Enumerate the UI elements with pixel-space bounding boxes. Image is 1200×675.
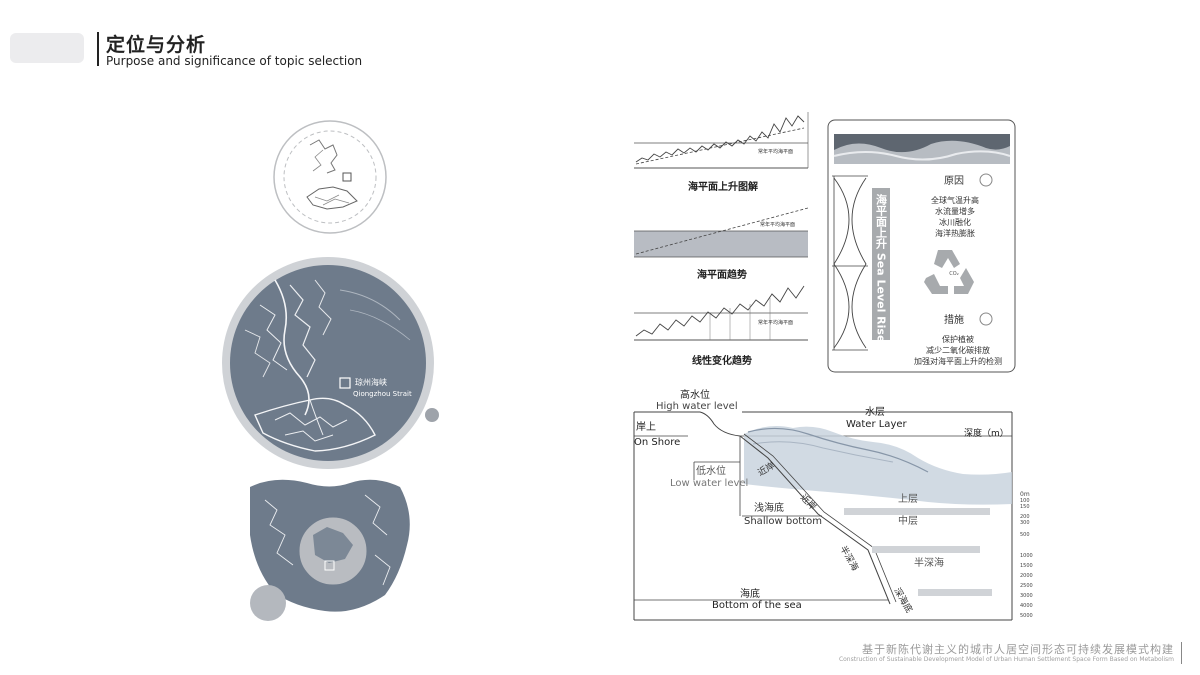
strait-marker-icon: [339, 377, 351, 389]
depth-axis: 0m 100 150 200 300 500 1000 1500 2000 25…: [1020, 491, 1033, 619]
decor-dot-large: [250, 585, 286, 621]
sea-bottom-en: Bottom of the sea: [712, 600, 802, 611]
strait-label-cn: 琼州海峡: [355, 377, 387, 387]
map-illustration: 琼州海峡 Qiongzhou Strait: [222, 120, 439, 621]
chart-sea-level-trend: 常年平均海平面 海平面趋势: [634, 207, 809, 281]
footer-title-cn: 基于新陈代谢主义的城市人居空间形态可持续发展模式构建: [862, 643, 1174, 656]
water-wave-image: [744, 426, 1012, 505]
mean-label-3: 常年平均海平面: [758, 319, 793, 326]
low-water-cn: 低水位: [696, 464, 726, 477]
vertical-title-bar: [872, 188, 890, 340]
gauge-icon: [979, 312, 993, 326]
co2-label: CO₂: [949, 271, 958, 277]
shore-cn: 岸上: [636, 421, 656, 433]
decor-dot-small: [425, 408, 439, 422]
wave-photo: [833, 134, 1011, 164]
mean-label-2: 常年平均海平面: [760, 221, 795, 228]
cause-2: 水流量增多: [935, 206, 975, 216]
cause-title: 原因: [944, 175, 964, 187]
water-layer-cn: 水层: [865, 406, 885, 418]
depth-label: 深度（m）: [964, 427, 1009, 439]
sea-bottom-cn: 海底: [740, 587, 760, 600]
semi-deep-slope-label: 半深海: [837, 544, 861, 573]
semi-deep-label: 半深海: [914, 556, 944, 569]
title-divider: [97, 32, 99, 66]
region-marker-icon: [324, 560, 335, 571]
svg-text:0m: 0m: [1020, 491, 1030, 498]
svg-text:500: 500: [1020, 532, 1030, 538]
measure-title: 措施: [944, 313, 964, 326]
page-subtitle: Purpose and significance of topic select…: [106, 54, 363, 68]
measure-2: 减少二氧化碳排放: [926, 345, 990, 355]
high-water-cn: 高水位: [680, 388, 710, 401]
chart2-caption: 海平面趋势: [697, 268, 747, 281]
chart1-caption: 海平面上升图解: [688, 180, 758, 193]
svg-text:2000: 2000: [1020, 573, 1033, 579]
strait-label-en: Qiongzhou Strait: [353, 390, 412, 398]
upper-band: [844, 508, 990, 515]
ocean-section-diagram: 0m 100 150 200 300 500 1000 1500 2000 25…: [633, 388, 1033, 621]
cause-1: 全球气温升高: [931, 195, 979, 205]
svg-text:100: 100: [1020, 498, 1030, 504]
svg-text:3000: 3000: [1020, 593, 1033, 599]
shallow-en: Shallow bottom: [744, 516, 822, 527]
section-tab[interactable]: [10, 33, 84, 63]
svg-text:5000: 5000: [1020, 613, 1033, 619]
svg-text:300: 300: [1020, 520, 1030, 526]
footer-divider: [1181, 642, 1182, 664]
chart3-caption: 线性变化趋势: [692, 354, 752, 367]
recycle-icon: CO₂: [924, 250, 974, 294]
wave-diagram: [832, 175, 868, 351]
svg-text:200: 200: [1020, 514, 1030, 520]
svg-text:150: 150: [1020, 504, 1030, 510]
thermometer-icon: [979, 173, 993, 187]
sea-level-rise-panel: 海平面上升 Sea Level Rise 原因 全球气温升高 水流量增多 冰川融…: [827, 119, 1016, 373]
upper-layer-label: 上层: [898, 493, 918, 505]
regional-map-bottom: [250, 479, 410, 621]
chart-linear-trend: 常年平均海平面 线性变化趋势: [634, 285, 808, 367]
shallow-cn: 浅海底: [754, 501, 784, 514]
high-water-en: High water level: [656, 401, 738, 412]
svg-text:1500: 1500: [1020, 563, 1033, 569]
focus-marker-icon: [342, 172, 352, 182]
water-layer-en: Water Layer: [846, 419, 908, 430]
middle-band: [872, 546, 980, 553]
svg-text:2500: 2500: [1020, 583, 1033, 589]
middle-layer-label: 中层: [898, 514, 918, 527]
svg-text:1000: 1000: [1020, 553, 1033, 559]
shore-en: On Shore: [634, 437, 680, 448]
svg-text:4000: 4000: [1020, 603, 1033, 609]
overview-map-small: [273, 120, 387, 234]
footer-title-en: Construction of Sustainable Development …: [838, 656, 1174, 663]
strait-map-large: 琼州海峡 Qiongzhou Strait: [222, 257, 434, 469]
measure-1: 保护植被: [942, 334, 974, 344]
cause-3: 冰川融化: [939, 217, 971, 227]
deep-band: [918, 589, 992, 596]
chart-sea-level-rise: 常年平均海平面 海平面上升图解: [634, 112, 809, 193]
mean-label-1: 常年平均海平面: [758, 148, 793, 155]
low-water-en: Low water level: [670, 478, 748, 489]
measure-3: 加强对海平面上升的检测: [914, 356, 1002, 366]
cause-4: 海洋热膨胀: [935, 228, 975, 238]
vertical-title: 海平面上升 Sea Level Rise: [875, 193, 888, 343]
sea-level-charts: 常年平均海平面 海平面上升图解 常年平均海平面 海平面趋势 常年平均海平面 线性…: [634, 112, 809, 367]
page-title: 定位与分析: [106, 34, 207, 56]
